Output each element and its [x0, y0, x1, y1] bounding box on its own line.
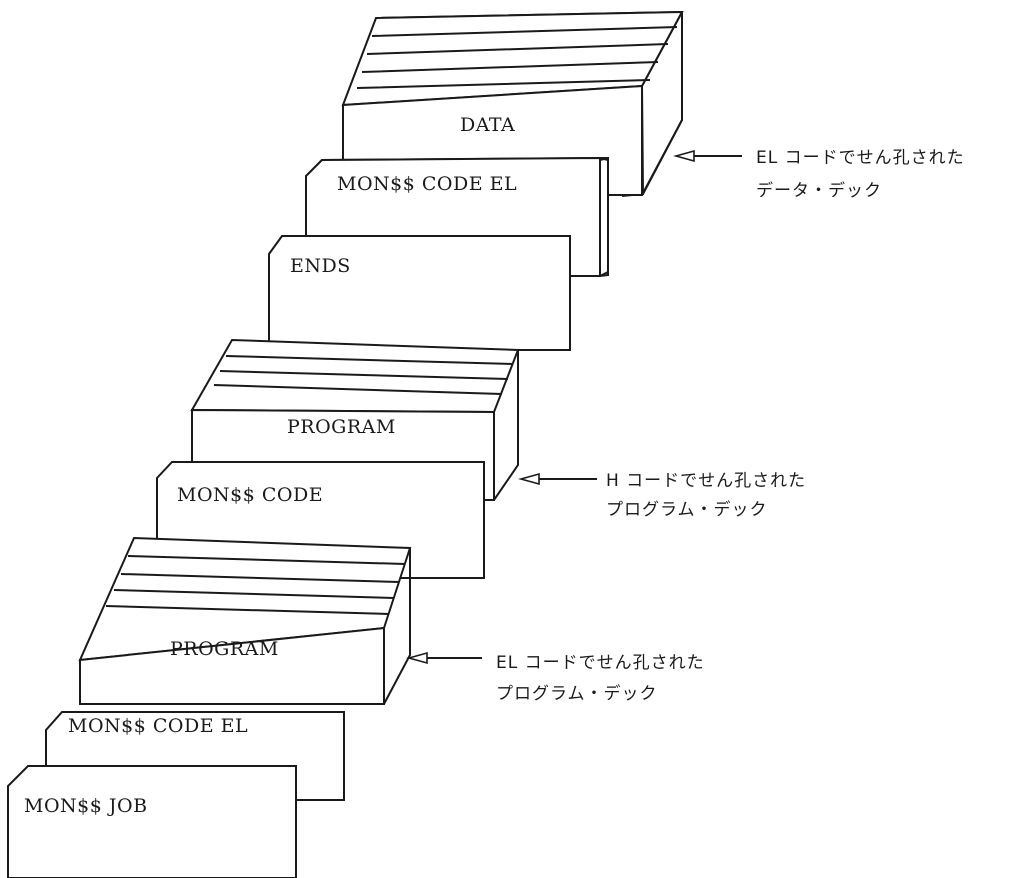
program-upper-label: PROGRAM — [287, 416, 396, 438]
arrow-head-icon — [409, 653, 427, 663]
ends-card-shape — [269, 236, 570, 350]
arrow-head-icon — [521, 474, 539, 484]
mon-job-label: MON$$ JOB — [24, 795, 148, 817]
annotation-data-deck-line2: データ・デック — [756, 180, 882, 201]
annotation-data-deck-line1: EL コードでせん孔された — [756, 148, 965, 168]
annotation-h-program-line2: プログラム・デック — [606, 499, 768, 520]
program-lower-label: PROGRAM — [170, 638, 279, 660]
annotation-el-program-line2: プログラム・デック — [496, 683, 658, 704]
ends-label: ENDS — [290, 255, 351, 277]
mon-job-card: MON$$ JOB — [8, 766, 296, 878]
annotation-el-program-line1: EL コードでせん孔された — [496, 653, 705, 673]
annotation-h-program: H コードでせん孔された プログラム・デック — [521, 471, 806, 520]
ends-card: ENDS — [269, 236, 570, 350]
arrow-head-icon — [676, 151, 694, 161]
program-deck-lower: PROGRAM — [80, 538, 410, 704]
data-deck-label: DATA — [460, 114, 515, 136]
mon-code-el-bottom-label: MON$$ CODE EL — [68, 715, 248, 737]
annotation-h-program-line1: H コードでせん孔された — [606, 471, 806, 491]
program-deck-upper-top — [192, 340, 518, 412]
mon-job-card-shape — [8, 766, 296, 878]
mon-code-label: MON$$ CODE — [177, 484, 323, 506]
mon-code-el-top-label: MON$$ CODE EL — [337, 173, 517, 195]
annotation-el-program: EL コードでせん孔された プログラム・デック — [409, 653, 705, 704]
annotation-data-deck: EL コードでせん孔された データ・デック — [676, 148, 965, 201]
